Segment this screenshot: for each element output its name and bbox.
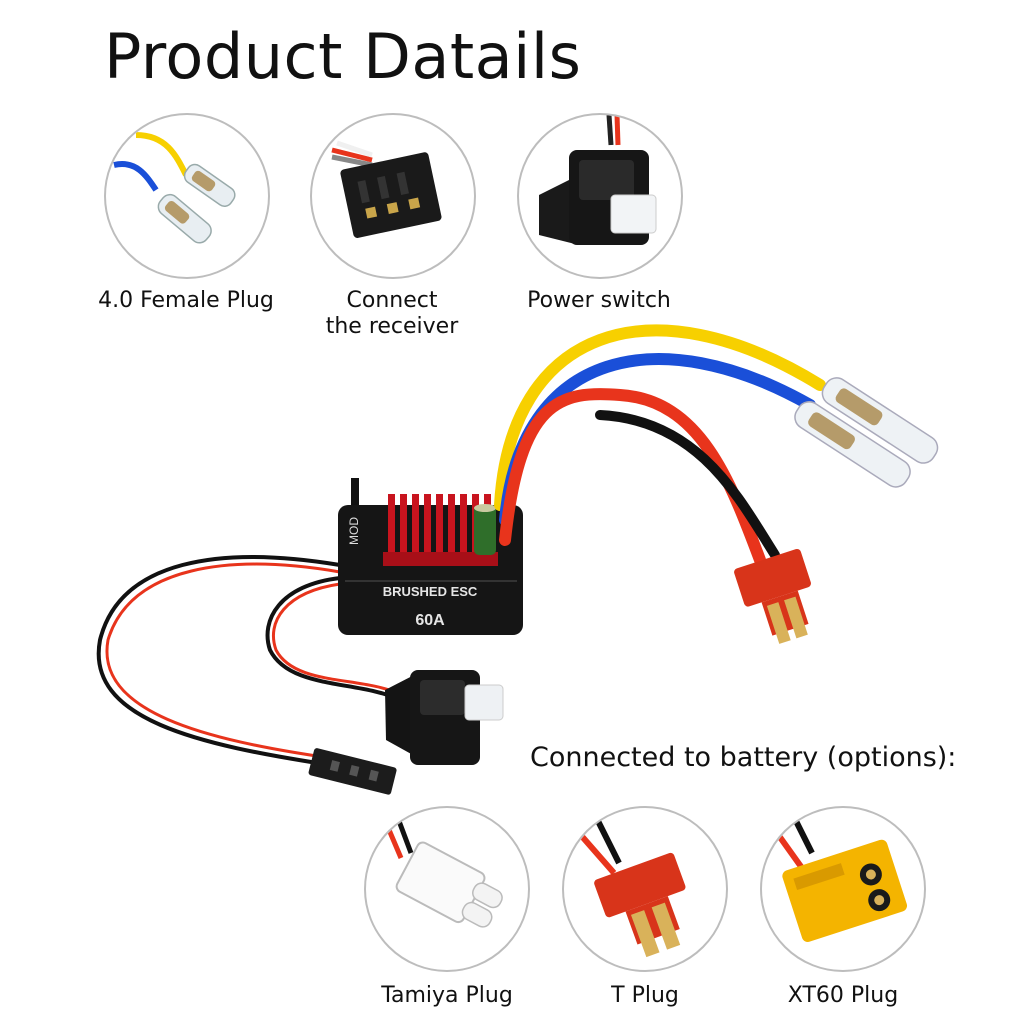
receiver-plug bbox=[308, 748, 397, 795]
battery-t-plug bbox=[734, 548, 811, 644]
receiver-connector-image bbox=[331, 140, 442, 238]
receiver-connector-circle bbox=[310, 113, 476, 279]
t-plug-label: T Plug bbox=[611, 983, 679, 1008]
tamiya-plug-image bbox=[381, 812, 503, 928]
page-title: Product Datails bbox=[104, 20, 582, 93]
esc-logo: MOD bbox=[347, 517, 361, 545]
xt60-plug-label: XT60 Plug bbox=[787, 983, 899, 1008]
female-plug-label: 4.0 Female Plug bbox=[98, 288, 274, 313]
t-plug-image bbox=[576, 811, 686, 958]
receiver-label-line1: Connect bbox=[346, 288, 438, 313]
receiver-label-line2: the receiver bbox=[325, 314, 459, 339]
esc-body: MOD BRUSHED ESC 60A bbox=[338, 494, 523, 635]
esc-type-label: BRUSHED ESC bbox=[383, 584, 478, 599]
tamiya-plug-circle bbox=[364, 806, 530, 972]
motor-bullet-plugs bbox=[794, 377, 939, 488]
power-switch-label: Power switch bbox=[527, 288, 671, 313]
esc-rating-label: 60A bbox=[415, 612, 445, 629]
power-switch-circle bbox=[517, 113, 683, 279]
t-plug-circle bbox=[562, 806, 728, 972]
female-plug-circle bbox=[104, 113, 270, 279]
power-switch-image bbox=[539, 115, 657, 245]
power-switch bbox=[385, 670, 504, 765]
tamiya-plug-label: Tamiya Plug bbox=[381, 983, 513, 1008]
xt60-plug-image bbox=[774, 811, 908, 942]
xt60-plug-circle bbox=[760, 806, 926, 972]
female-plug-image bbox=[113, 132, 236, 244]
receiver-label: Connect the receiver bbox=[300, 288, 484, 340]
battery-options-heading: Connected to battery (options): bbox=[530, 742, 957, 773]
